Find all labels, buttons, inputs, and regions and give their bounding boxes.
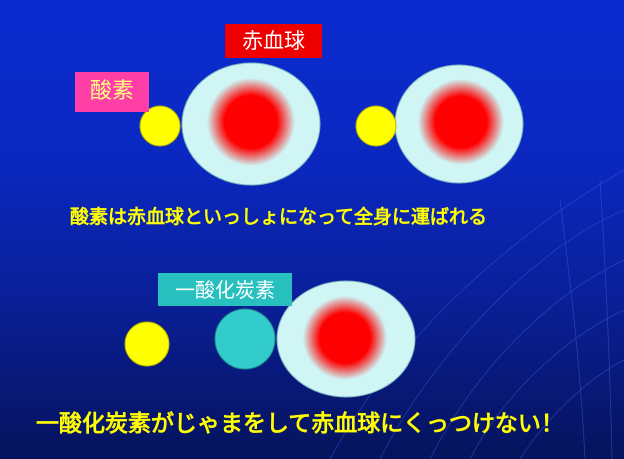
oxygen-molecule-3: [124, 321, 170, 367]
oxygen-molecule-2: [355, 105, 397, 147]
co-blocking-caption: 一酸化炭素がじゃまをして赤血球にくっつけない！: [36, 411, 564, 437]
carbon-monoxide-molecule: [214, 308, 276, 370]
red-blood-cell-3: [276, 280, 416, 398]
red-blood-cell-label: 赤血球: [225, 24, 322, 58]
oxygen-label: 酸素: [75, 72, 149, 112]
carbon-monoxide-label: 一酸化炭素: [158, 273, 292, 306]
oxygen-transport-caption: 酸素は赤血球といっしょになって全身に運ばれる: [70, 206, 488, 228]
oxygen-molecule-1: [139, 105, 181, 147]
red-blood-cell-2: [394, 64, 524, 184]
red-blood-cell-1: [181, 62, 321, 186]
